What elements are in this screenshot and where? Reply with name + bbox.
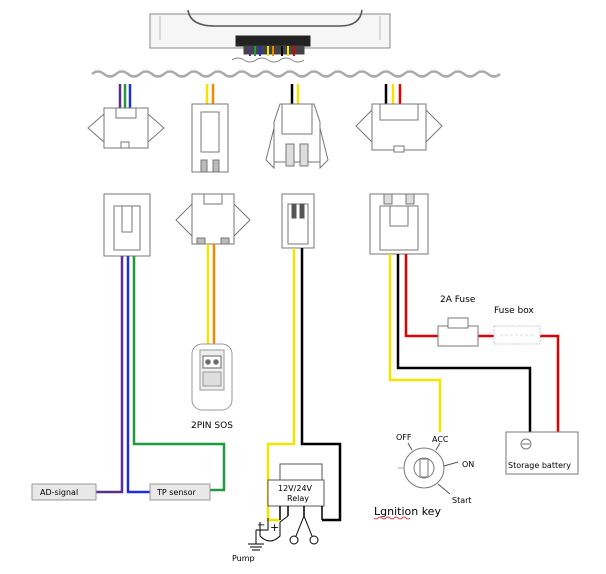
sos-wires [206,244,216,344]
upper-connector-3pin-power [355,103,443,153]
device-body [149,9,391,63]
scissors-icon [289,515,319,545]
pump-label: Pump [232,554,255,563]
ignition-acc-label: ACC [432,435,449,444]
pump-symbol [248,515,289,551]
ignition-switch [398,447,445,489]
ignition-on-label: ON [462,460,474,469]
relay-wires [266,248,342,522]
ignition-switch-leads [407,442,459,495]
sos-module-label: 2PIN SOS [191,421,233,431]
lower-connector-3pin-power [369,193,429,255]
upper-connector-2pin-relay [265,103,329,170]
tp-sensor-box [149,483,211,501]
lower-connector-2pin-sos [175,193,251,245]
relay-box [267,463,325,507]
storage-battery-label: Storage battery [508,461,571,470]
storage-battery [505,431,579,475]
sensor-wires [96,256,226,494]
ignition-key-label: Lgnition key [374,505,441,518]
ignition-key-spellcheck-underline [373,516,411,520]
upper-connector-2pin-sos [191,103,229,173]
fuse-box-label: Fuse box [494,306,534,316]
pump-minus-sign: − [257,520,265,531]
pump-plus-sign: + [270,521,279,534]
sos-module [191,343,233,411]
ignition-start-label: Start [452,496,472,505]
upper-wires [118,84,402,108]
tp-sensor-label: TP sensor [156,488,196,497]
fuse-2a [437,317,479,347]
cable-break-line [91,70,501,78]
power-wires [388,254,560,432]
ad-signal-box [31,483,97,501]
relay-terminals [279,506,323,520]
ignition-off-label: OFF [396,433,412,442]
relay-label-line2: Relay [287,494,309,503]
fuse-box [493,325,541,345]
lower-connector-3pin [103,193,151,257]
relay-label-line1: 12V/24V [278,484,313,493]
upper-connector-3pin [87,107,165,149]
lower-connector-2pin-relay [281,193,315,249]
ad-signal-label: AD-signal [40,488,78,497]
fuse-2a-label: 2A Fuse [440,295,476,305]
